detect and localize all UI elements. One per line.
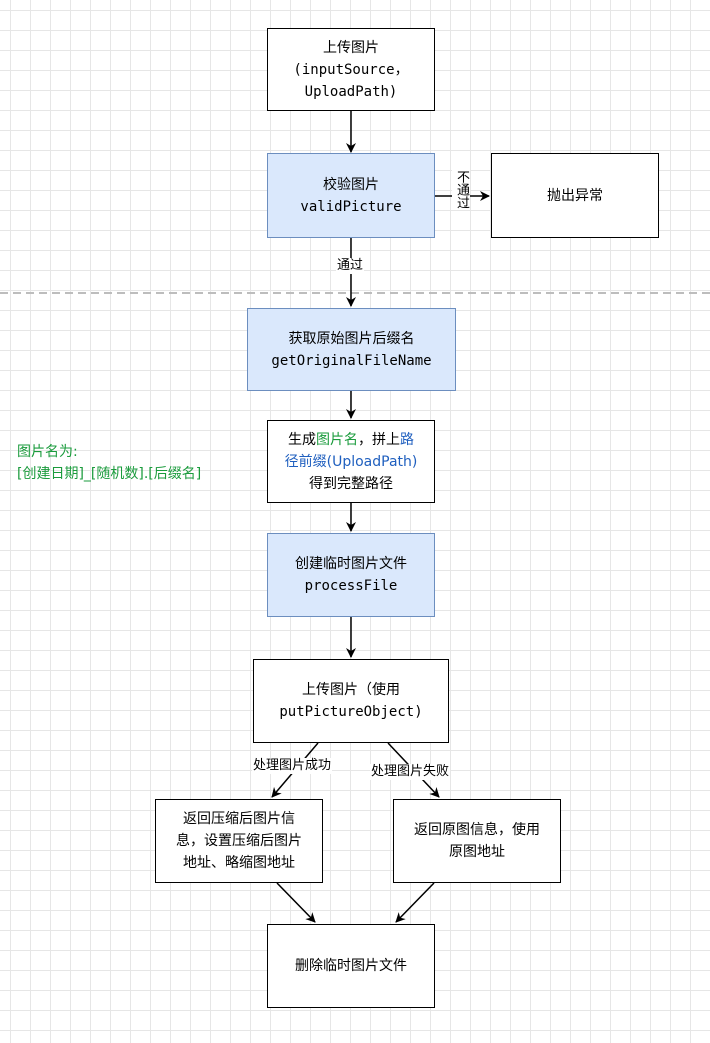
generate-path-node: 生成图片名，拼上路 径前缀(UploadPath) 得到完整路径	[267, 420, 435, 503]
edge-label-success: 处理图片成功	[252, 758, 333, 774]
path-highlight-a: 路	[400, 431, 414, 448]
generate-path-line1: 生成图片名，拼上路	[288, 429, 414, 451]
upload-picture-param1: (inputSource，	[293, 61, 409, 78]
put-object-title: 上传图片（使用	[302, 682, 400, 698]
create-temp-file-method: processFile	[304, 578, 398, 594]
return-compressed-line1: 返回压缩后图片信	[183, 811, 295, 827]
edge-label-fail: 不通过	[452, 170, 470, 209]
generate-path-line3: 得到完整路径	[309, 475, 393, 492]
get-original-name-method: getOriginalFileName	[271, 352, 432, 369]
throw-exception-title: 抛出异常	[547, 187, 603, 204]
upload-picture-title: 上传图片	[323, 39, 379, 56]
picture-name-note: 图片名为: [创建日期]_[随机数].[后缀名]	[17, 441, 201, 485]
validate-picture-method: validPicture	[300, 198, 402, 215]
return-original-line1: 返回原图信息，使用	[414, 822, 540, 838]
throw-exception-node: 抛出异常	[491, 153, 659, 238]
picture-name-note-line2: [创建日期]_[随机数].[后缀名]	[17, 466, 202, 482]
picture-name-note-line1: 图片名为:	[17, 444, 78, 460]
put-object-method: putPictureObject)	[279, 704, 423, 720]
create-temp-file-node: 创建临时图片文件 processFile	[267, 533, 435, 617]
upload-picture-param2: UploadPath)	[304, 83, 398, 100]
get-original-name-title: 获取原始图片后缀名	[288, 330, 415, 347]
edge-label-pass: 通过	[336, 258, 365, 274]
create-temp-file-title: 创建临时图片文件	[295, 556, 407, 572]
edge-compress-delete	[276, 882, 316, 923]
put-object-node: 上传图片（使用 putPictureObject)	[253, 659, 449, 743]
get-original-name-node: 获取原始图片后缀名 getOriginalFileName	[247, 308, 456, 391]
delete-temp-file-title: 删除临时图片文件	[295, 958, 407, 974]
return-compressed-line3: 地址、略缩图地址	[183, 855, 295, 871]
picture-name-highlight: 图片名	[316, 431, 358, 448]
edge-label-failure: 处理图片失败	[370, 764, 451, 780]
validate-picture-node: 校验图片 validPicture	[267, 153, 435, 238]
upload-picture-node: 上传图片 (inputSource， UploadPath)	[267, 28, 435, 111]
edge-original-delete	[395, 882, 435, 923]
return-compressed-line2: 息，设置压缩后图片	[176, 833, 302, 849]
delete-temp-file-node: 删除临时图片文件	[267, 924, 435, 1008]
return-original-line2: 原图地址	[449, 844, 505, 860]
return-compressed-node: 返回压缩后图片信 息，设置压缩后图片 地址、略缩图地址	[155, 799, 323, 883]
validate-picture-title: 校验图片	[323, 176, 379, 193]
path-highlight-b: 径前缀(UploadPath)	[284, 453, 418, 470]
return-original-node: 返回原图信息，使用 原图地址	[393, 799, 561, 883]
generate-text-a: 生成	[288, 431, 316, 448]
generate-text-b: ，拼上	[358, 431, 400, 448]
